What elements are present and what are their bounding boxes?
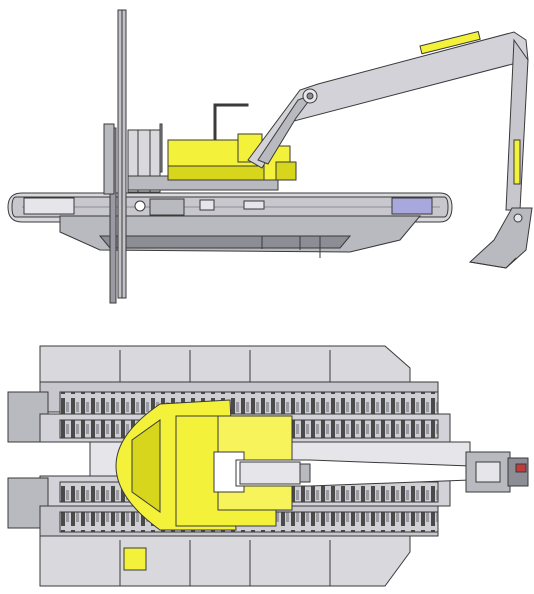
bucket-icon bbox=[465, 451, 529, 493]
deck-railing bbox=[127, 123, 279, 193]
excavator-boom-icon bbox=[247, 30, 533, 269]
plan-view bbox=[7, 345, 529, 587]
operator-cab-icon bbox=[167, 103, 297, 181]
spud-pole bbox=[103, 9, 127, 304]
side-elevation-view bbox=[7, 9, 533, 304]
pontoon-hull bbox=[7, 192, 453, 258]
